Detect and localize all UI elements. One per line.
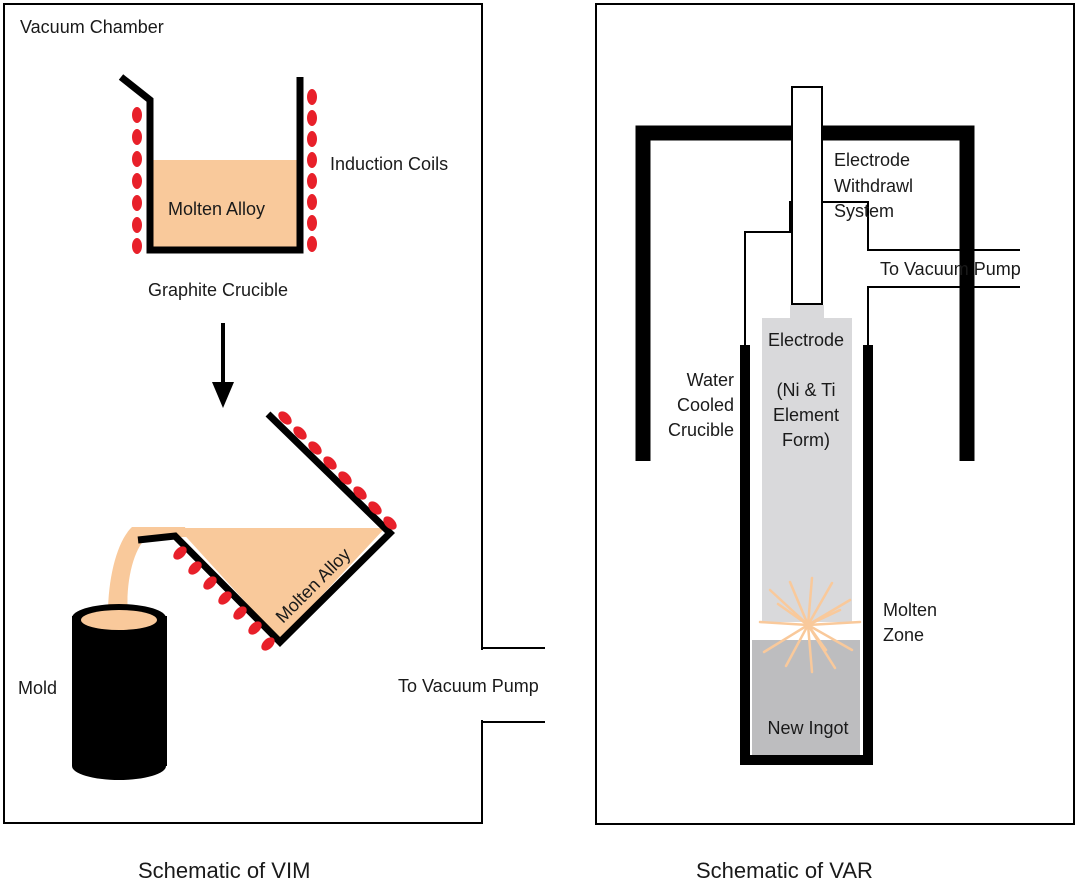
var-withdrawal-label: Electrode Withdrawl System [834, 150, 913, 221]
svg-text:(Ni & Ti: (Ni & Ti [776, 380, 835, 400]
svg-text:Crucible: Crucible [668, 420, 734, 440]
vim-tilted-crucible [137, 411, 395, 647]
var-electrode [762, 318, 852, 622]
svg-text:Electrode: Electrode [834, 150, 910, 170]
var-pump-label: To Vacuum Pump [880, 259, 1021, 279]
svg-text:System: System [834, 201, 894, 221]
vim-tilted-coils-outer [278, 411, 397, 530]
svg-text:Zone: Zone [883, 625, 924, 645]
vim-upper-coils-right [307, 89, 317, 252]
vim-tilted-coils-lower [173, 546, 275, 651]
var-water-cooled-crucible [740, 345, 873, 765]
var-ingot-label: New Ingot [767, 718, 848, 738]
var-vacuum-pipe-lower [867, 286, 1020, 345]
vim-graphite-crucible [118, 74, 304, 254]
vim-caption: Schematic of VIM [138, 858, 310, 883]
vim-pump-label: To Vacuum Pump [398, 676, 539, 696]
var-inner-vessel-right [822, 201, 1020, 251]
vim-coils-label: Induction Coils [330, 154, 448, 174]
vim-pour-stream [108, 527, 188, 615]
vim-chamber-label: Vacuum Chamber [20, 17, 164, 37]
svg-text:Water: Water [687, 370, 734, 390]
vim-tilted-molten [178, 528, 385, 640]
var-arc-spark [758, 576, 862, 674]
var-panel-frame [595, 3, 1075, 825]
vim-pump-pipe [481, 721, 545, 823]
var-panel: Electrode Withdrawl System To Vacuum Pum… [595, 3, 1075, 883]
vim-panel: Vacuum Chamber Molten Alloy Induction Co… [3, 3, 545, 883]
svg-text:Element: Element [773, 405, 839, 425]
vim-crucible-label: Graphite Crucible [148, 280, 288, 300]
svg-text:Cooled: Cooled [677, 395, 734, 415]
var-electrode-rod [791, 86, 823, 305]
vim-mold-label: Mold [18, 678, 57, 698]
var-crucible-label: Water Cooled Crucible [668, 370, 734, 440]
var-new-ingot [752, 640, 860, 757]
var-electrode-label: Electrode (Ni & Ti Element Form) [768, 330, 844, 450]
var-molten-zone-label: Molten Zone [883, 600, 937, 645]
var-caption: Schematic of VAR [696, 858, 873, 883]
vim-tilt-arrow [212, 323, 234, 408]
vim-upper-molten [151, 160, 300, 249]
vim-mold [72, 604, 167, 780]
vim-upper-coils-left [132, 107, 142, 254]
svg-text:Electrode: Electrode [768, 330, 844, 350]
vim-upper-molten-label: Molten Alloy [168, 199, 265, 219]
var-electrode-neck [790, 305, 824, 319]
svg-text:Molten: Molten [883, 600, 937, 620]
svg-text:Form): Form) [782, 430, 830, 450]
svg-text:Withdrawl: Withdrawl [834, 176, 913, 196]
